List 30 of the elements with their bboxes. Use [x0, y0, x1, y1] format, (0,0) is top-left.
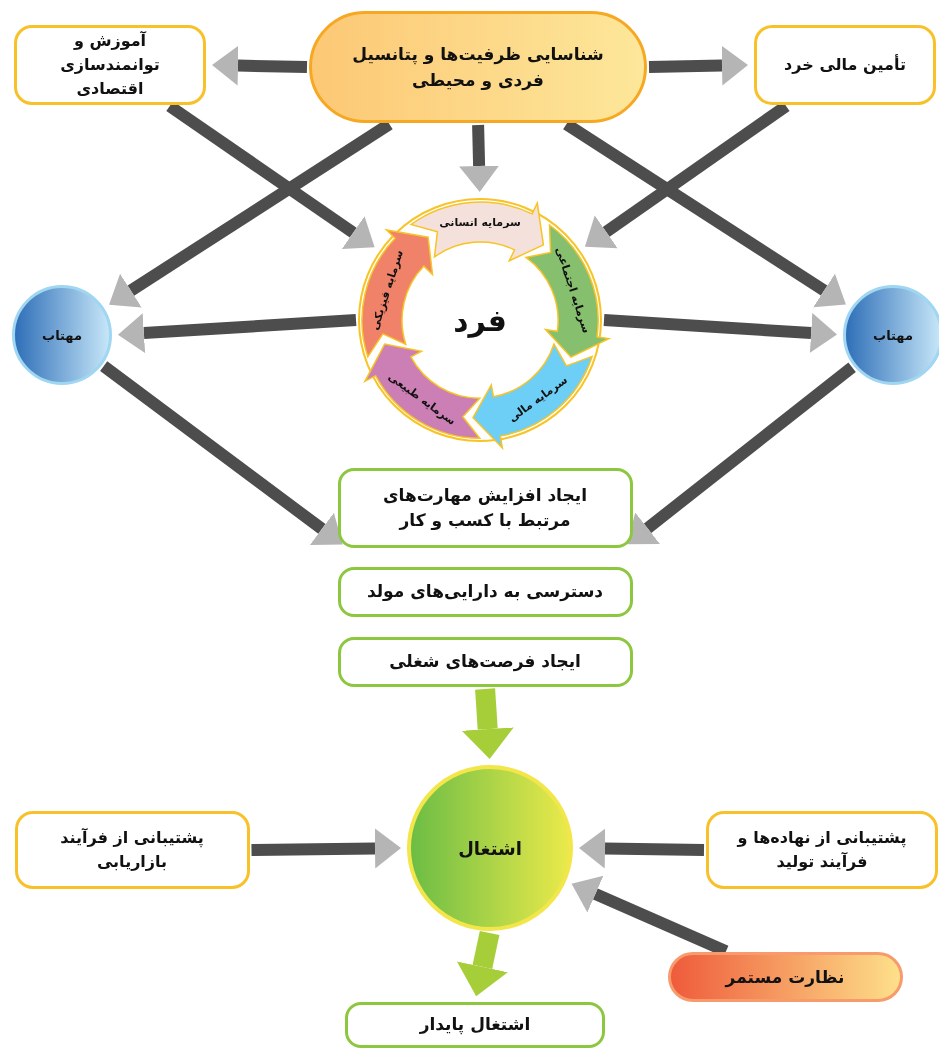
process-box: نظارت مستمر [667, 952, 903, 1002]
arrow [117, 313, 357, 354]
circle-node: اشتغال [407, 765, 573, 931]
process-box: دسترسی به دارایی‌های مولد [337, 567, 633, 617]
process-box: آموزش و توانمندسازی اقتصادی [14, 25, 206, 105]
ring-segment: سرمایه مالی [471, 342, 595, 450]
arrow [579, 828, 705, 869]
process-box: ایجاد افزایش مهارت‌های مرتبط با کسب و کار [337, 468, 633, 548]
circle-node: مهتاب [12, 285, 112, 385]
process-box: پشتیبانی از فرآیند بازاریابی [14, 811, 250, 889]
circle-node: مهتاب [843, 285, 939, 385]
ring-segment: سرمایه طبیعی [363, 341, 482, 440]
arrow [212, 45, 308, 86]
process-box: تأمین مالی خرد [754, 25, 936, 105]
center-label: فرد [453, 302, 507, 338]
arrow [456, 930, 508, 997]
process-box: پشتیبانی از نهاده‌ها و فرآیند تولید [706, 811, 938, 889]
ring-segment: سرمایه انسانی [408, 200, 545, 263]
arrow [459, 124, 500, 192]
process-box: اشتغال پایدار [345, 1002, 605, 1048]
process-box: ایجاد فرصت‌های شغلی [337, 637, 633, 687]
arrow [648, 45, 748, 86]
arrow [603, 313, 838, 353]
arrow [251, 828, 401, 869]
ring-segment: سرمایه اجتماعی [523, 222, 611, 359]
arrow [100, 361, 343, 545]
arrow [627, 362, 856, 545]
ring-segment: سرمایه فیزیکی [360, 227, 435, 359]
arrow [461, 688, 514, 760]
start-box: شناسایی ظرفیت‌ها و پتانسیل فردی و محیطی [309, 11, 647, 123]
